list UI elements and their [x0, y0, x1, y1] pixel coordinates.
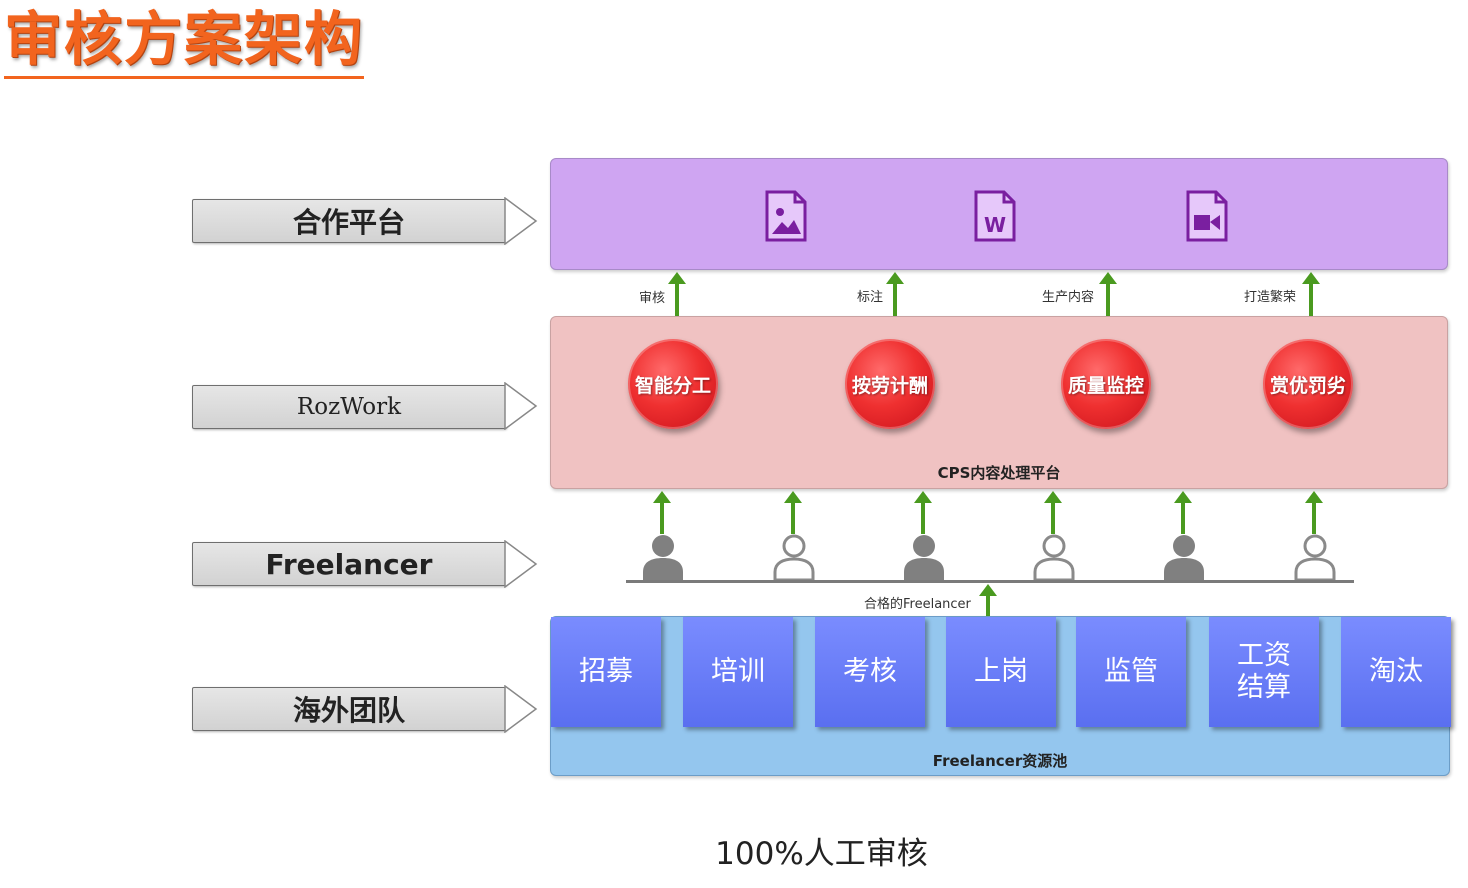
freelancer-baseline [626, 580, 1354, 583]
svg-text:W: W [984, 213, 1006, 237]
step-recruit: 招募 [551, 617, 661, 727]
up-arrow-icon [1305, 491, 1323, 534]
step-supervise: 监管 [1076, 617, 1186, 727]
image-file-icon [765, 190, 807, 242]
module-smart-assignment: 智能分工 [628, 339, 718, 429]
up-arrow-icon [1302, 272, 1320, 317]
video-file-icon [1186, 190, 1228, 242]
chevron-right-icon [504, 685, 538, 733]
up-arrow-icon [914, 491, 932, 534]
module-reward-punish: 赏优罚劣 [1263, 339, 1353, 429]
person-icon [1033, 534, 1075, 582]
layer-label-freelancer: Freelancer [192, 542, 506, 586]
chevron-right-icon [504, 382, 538, 430]
up-arrow-icon [1099, 272, 1117, 317]
footer-caption: 100%人工审核 [715, 836, 928, 872]
flow-label-annotate: 标注 [857, 290, 884, 305]
up-arrow-icon [668, 272, 686, 317]
up-arrow-icon [1044, 491, 1062, 534]
layer-label-overseas-team: 海外团队 [192, 687, 506, 731]
person-icon [643, 535, 683, 582]
up-arrow-icon [784, 491, 802, 534]
step-assess: 考核 [815, 617, 925, 727]
up-arrow-icon [979, 584, 997, 617]
module-pay-by-work: 按劳计酬 [845, 339, 935, 429]
person-icon [904, 535, 944, 582]
flow-label-produce-content: 生产内容 [1042, 290, 1095, 305]
step-payroll: 工资 结算 [1209, 617, 1319, 727]
cps-platform-label: CPS内容处理平台 [937, 464, 1061, 482]
layer-label-partner: 合作平台 [192, 199, 506, 243]
step-onboard: 上岗 [946, 617, 1056, 727]
flow-label-qualified-freelancer: 合格的Freelancer [864, 597, 971, 612]
word-file-icon: W [974, 190, 1016, 242]
chevron-right-icon [504, 197, 538, 245]
up-arrow-icon [1174, 491, 1192, 534]
up-arrow-icon [653, 491, 671, 534]
page-title: 审核方案架构 [4, 2, 365, 79]
freelancer-pool-label: Freelancer资源池 [932, 752, 1068, 770]
flow-label-build-prosperity: 打造繁荣 [1244, 290, 1297, 305]
up-arrow-icon [886, 272, 904, 317]
flow-label-review: 审核 [639, 291, 666, 306]
person-icon [773, 534, 815, 582]
person-icon [1164, 535, 1204, 582]
step-train: 培训 [683, 617, 793, 727]
chevron-right-icon [504, 540, 538, 588]
layer-label-rozwork: RozWork [192, 385, 506, 429]
module-quality-monitoring: 质量监控 [1061, 339, 1151, 429]
person-icon [1294, 534, 1336, 582]
step-eliminate: 淘汰 [1341, 617, 1451, 727]
